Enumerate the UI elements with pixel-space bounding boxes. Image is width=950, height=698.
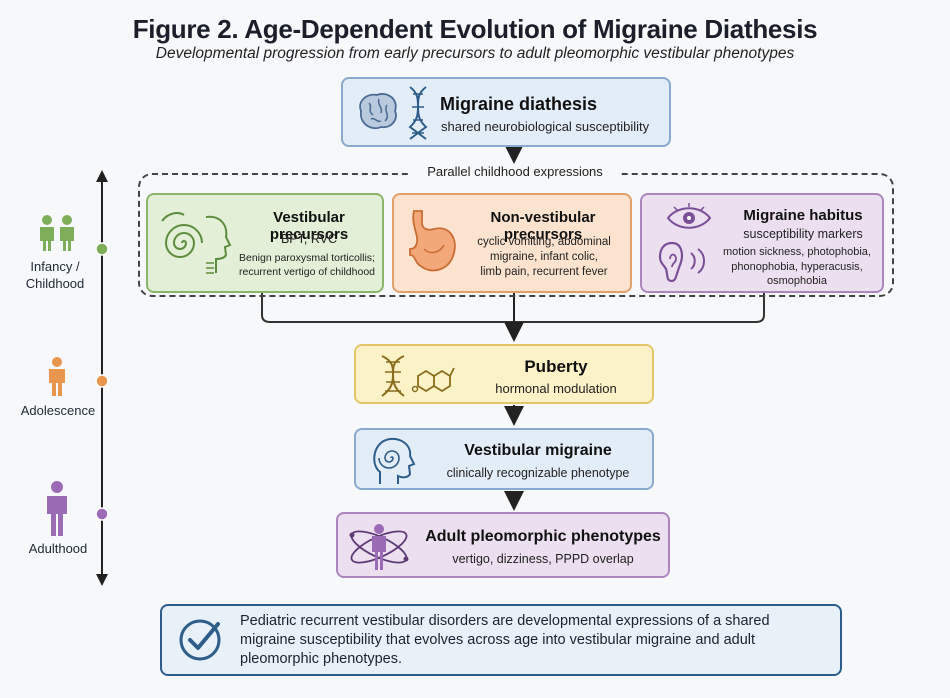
summary-text: Pediatric recurrent vestibular disorders…	[240, 613, 770, 667]
puberty-title: Puberty	[524, 357, 588, 376]
dna-icon	[408, 86, 428, 140]
person-orbit-icon	[349, 524, 409, 570]
figure-title: Figure 2. Age-Dependent Evolution of Mig…	[132, 14, 818, 44]
nonvestibular-precursors-box: Non-vestibular precursors cyclic vomitin…	[392, 193, 632, 293]
ear-spiral-icon	[161, 212, 203, 258]
vestibular-subtitle: BPT, RVC	[280, 232, 338, 246]
adult-icon	[47, 481, 67, 536]
adult-subtitle: vertigo, dizziness, PPPD overlap	[452, 552, 634, 566]
dna-icon	[381, 355, 405, 397]
sound-waves-icon	[690, 248, 705, 274]
ear-icon	[658, 241, 683, 283]
habitus-title: Migraine habitus	[743, 207, 863, 224]
vm-title: Vestibular migraine	[464, 442, 612, 459]
puberty-subtitle: hormonal modulation	[495, 381, 617, 396]
stage-label-adulthood: Adulthood	[28, 541, 88, 556]
vestibular-title: Vestibular precursors	[269, 209, 349, 243]
timeline-arrow-up	[96, 170, 108, 182]
stomach-icon	[409, 210, 456, 272]
timeline-dot-childhood	[95, 242, 109, 256]
adolescent-icon	[49, 357, 65, 396]
timeline-dot-adulthood	[95, 507, 109, 521]
diathesis-subtitle: shared neurobiological susceptibility	[441, 119, 650, 134]
vm-subtitle: clinically recognizable phenotype	[446, 466, 630, 480]
nonvestibular-detail: cyclic vomiting, abdominal migraine, inf…	[477, 236, 611, 278]
habitus-subtitle: susceptibility markers	[743, 227, 863, 241]
summary-box: Pediatric recurrent vestibular disorders…	[160, 604, 842, 676]
vestibular-precursors-box: Vestibular precursors BPT, RVC Benign pa…	[146, 193, 384, 293]
adult-title: Adult pleomorphic phenotypes	[425, 528, 661, 545]
stage-label-childhood: Infancy / Childhood	[25, 259, 85, 291]
stage-label-adolescence: Adolescence	[20, 403, 96, 418]
diathesis-title: Migraine diathesis	[440, 94, 598, 114]
brain-icon	[359, 93, 397, 130]
checkmark-icon	[179, 619, 221, 661]
timeline-dot-adolescence	[95, 374, 109, 388]
vestibular-detail: Benign paroxysmal torticollis; recurrent…	[239, 252, 375, 278]
habitus-detail: motion sickness, photophobia, phonophobi…	[723, 246, 871, 287]
adult-phenotypes-box: Adult pleomorphic phenotypes vertigo, di…	[336, 512, 670, 578]
dizzy-head-icon	[373, 437, 416, 484]
puberty-box: Puberty hormonal modulation	[354, 344, 654, 404]
eye-icon	[666, 203, 712, 229]
molecule-icon	[411, 367, 455, 393]
nonvestibular-title: Non-vestibular precursors	[490, 209, 596, 243]
diathesis-box: Migraine diathesis shared neurobiologica…	[341, 77, 671, 147]
timeline-arrow-down	[96, 574, 108, 586]
head-profile-icon	[205, 215, 232, 274]
parallel-group-label: Parallel childhood expressions	[410, 164, 620, 179]
migraine-habitus-box: Migraine habitus susceptibility markers …	[640, 193, 884, 293]
child-icon	[40, 215, 74, 251]
vestibular-migraine-box: Vestibular migraine clinically recogniza…	[354, 428, 654, 490]
figure-subtitle: Developmental progression from early pre…	[155, 45, 795, 62]
